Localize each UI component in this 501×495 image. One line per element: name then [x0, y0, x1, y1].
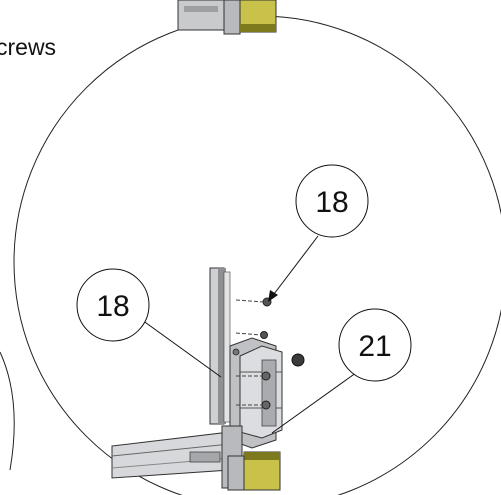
top-rail-assembly [177, 0, 277, 35]
bottom-rail [111, 431, 231, 479]
leader-arrow-18-top [268, 290, 278, 302]
callout-label: 21 [358, 330, 391, 363]
leader-line-18-left [141, 319, 222, 378]
bottom-yellow-block [227, 451, 281, 491]
leader-line-21 [271, 369, 361, 434]
callout-balloon-18-left: 18 [76, 268, 150, 342]
callout-balloon-18-top: 18 [295, 164, 369, 238]
callout-balloon-21: 21 [338, 308, 412, 382]
caption-text: crews [0, 34, 56, 60]
vertical-channel-post [209, 267, 231, 425]
leader-line-18-top [270, 235, 319, 299]
callout-label: 18 [96, 290, 129, 323]
adjacent-detail-circle-edge [0, 351, 15, 471]
callout-label: 18 [315, 186, 348, 219]
bolt-set [232, 297, 305, 410]
